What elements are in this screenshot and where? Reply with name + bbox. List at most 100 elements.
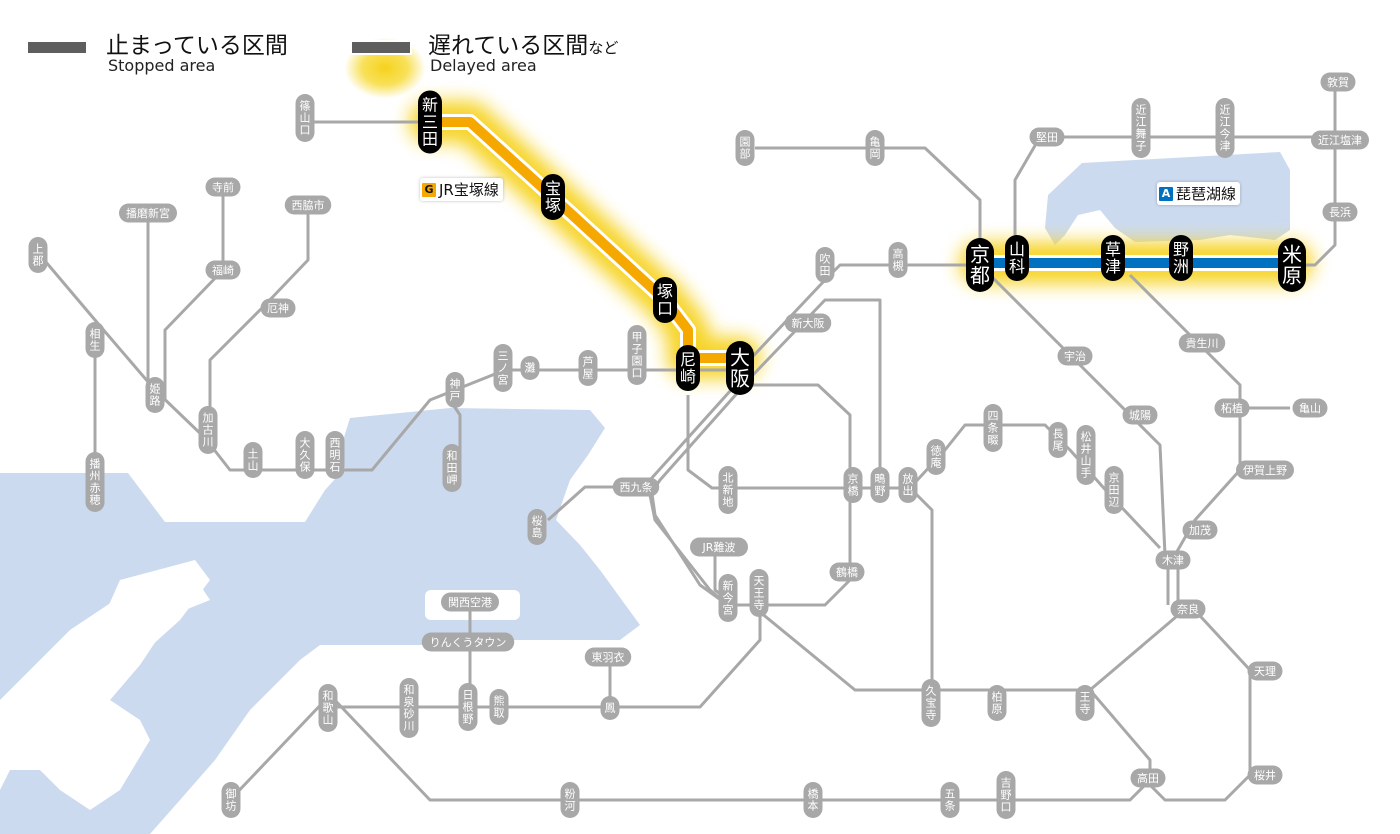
line-bantan xyxy=(163,190,225,400)
station-iga-ueno[interactable]: 伊賀上野 xyxy=(1236,460,1294,480)
station-maibara[interactable]: 米原 xyxy=(1278,238,1306,292)
station-name: 野洲 xyxy=(1173,240,1189,276)
station-kameoka[interactable]: 亀岡 xyxy=(865,130,885,166)
station-pill xyxy=(119,203,177,223)
station-izumi-sunagawa[interactable]: 和泉砂川 xyxy=(399,678,419,738)
station-kansai-airport[interactable]: 関西空港 xyxy=(441,592,499,612)
station-kamo[interactable]: 加茂 xyxy=(1182,520,1218,540)
station-yamashina[interactable]: 山科 xyxy=(1005,235,1029,281)
station-omi-imazu[interactable]: 近江今津 xyxy=(1215,98,1235,158)
station-rinku-town[interactable]: りんくうタウン xyxy=(421,632,515,652)
station-matsuiyamate[interactable]: 松井山手 xyxy=(1076,425,1096,485)
station-sakurajima[interactable]: 桜島 xyxy=(527,509,547,545)
station-kokawa[interactable]: 粉河 xyxy=(560,782,580,818)
station-wadamisaki[interactable]: 和田岬 xyxy=(442,444,462,492)
legend-stopped: 止まっている区間 Stopped area xyxy=(28,28,328,78)
station-ashiya[interactable]: 芦屋 xyxy=(578,350,598,386)
station-kusatsu[interactable]: 草津 xyxy=(1101,235,1125,281)
station-fukusaki[interactable]: 福崎 xyxy=(205,260,241,280)
station-nishiwakishi[interactable]: 西脇市 xyxy=(284,195,332,215)
station-kyoto[interactable]: 京都 xyxy=(966,238,994,292)
station-tsuruga[interactable]: 敦賀 xyxy=(1320,72,1356,92)
station-takarazuka[interactable]: 宝塚 xyxy=(541,174,565,220)
station-yoshinoguchi[interactable]: 吉野口 xyxy=(996,771,1016,819)
station-sonobe[interactable]: 園部 xyxy=(735,130,755,166)
station-tsuge[interactable]: 柘植 xyxy=(1214,398,1250,418)
station-name: 城陽 xyxy=(1129,409,1151,422)
station-shigino[interactable]: 鴫野 xyxy=(870,467,890,503)
station-nagahama[interactable]: 長浜 xyxy=(1322,202,1358,222)
station-sakurai[interactable]: 桜井 xyxy=(1247,765,1283,785)
station-pill xyxy=(578,350,598,386)
station-tenri[interactable]: 天理 xyxy=(1247,661,1283,681)
station-banshu-ako[interactable]: 播州赤穂 xyxy=(85,452,105,512)
station-gojo[interactable]: 五条 xyxy=(940,782,960,818)
station-tokuan[interactable]: 徳庵 xyxy=(926,439,946,475)
station-kyuhoji[interactable]: 久宝寺 xyxy=(921,679,941,727)
station-sasayamaguchi[interactable]: 篠山口 xyxy=(295,94,315,142)
station-shijonawate[interactable]: 四条畷 xyxy=(983,404,1003,452)
legend-delayed-suffix: など xyxy=(588,39,619,57)
station-pill xyxy=(843,467,863,503)
station-hashimoto[interactable]: 橋本 xyxy=(803,782,823,818)
station-shin-imamiya[interactable]: 新今宮 xyxy=(718,574,738,622)
station-doyama[interactable]: 土山 xyxy=(243,442,263,478)
station-uji[interactable]: 宇治 xyxy=(1057,346,1093,366)
station-nagao[interactable]: 長尾 xyxy=(1048,422,1068,458)
station-okubo[interactable]: 大久保 xyxy=(295,431,315,479)
station-omi-shiotsu[interactable]: 近江塩津 xyxy=(1311,130,1369,150)
station-sannomiya[interactable]: 三ノ宮 xyxy=(493,344,513,392)
line-sakurai xyxy=(1138,603,1252,802)
station-tsukaguchi[interactable]: 塚口 xyxy=(653,277,677,323)
station-takatsuki[interactable]: 高槻 xyxy=(888,242,908,278)
station-yakujin[interactable]: 厄神 xyxy=(260,298,296,318)
station-osaka[interactable]: 大阪 xyxy=(726,341,754,395)
station-yasu[interactable]: 野洲 xyxy=(1169,235,1193,281)
station-harima-shingu[interactable]: 播磨新宮 xyxy=(119,203,177,223)
station-hanaten[interactable]: 放出 xyxy=(898,467,918,503)
station-kakogawa[interactable]: 加古川 xyxy=(198,406,218,454)
station-teramae[interactable]: 寺前 xyxy=(205,177,241,197)
station-hineno[interactable]: 日根野 xyxy=(458,683,478,731)
station-tsuruhashi[interactable]: 鶴橋 xyxy=(829,562,865,582)
line-label-takarazuka[interactable]: G JR宝塚線 xyxy=(420,178,503,201)
station-takada[interactable]: 高田 xyxy=(1130,768,1166,788)
station-kumatori[interactable]: 熊取 xyxy=(489,689,509,725)
station-nada[interactable]: 灘 xyxy=(520,356,540,380)
station-jr-namba[interactable]: JR難波 xyxy=(690,537,748,557)
station-tennoji[interactable]: 天王寺 xyxy=(749,569,769,617)
station-nara[interactable]: 奈良 xyxy=(1170,599,1206,619)
station-kibukawa[interactable]: 貴生川 xyxy=(1178,333,1226,353)
station-kyotanabe[interactable]: 京田辺 xyxy=(1104,466,1124,514)
station-pill xyxy=(560,782,580,818)
station-aioi[interactable]: 相生 xyxy=(85,322,105,358)
station-kobe[interactable]: 神戸 xyxy=(445,372,465,408)
station-joyo[interactable]: 城陽 xyxy=(1122,405,1158,425)
station-oji[interactable]: 王寺 xyxy=(1075,685,1095,721)
station-kizu[interactable]: 木津 xyxy=(1155,550,1191,570)
station-name: 近江舞子 xyxy=(1136,104,1147,153)
station-nishi-akashi[interactable]: 西明石 xyxy=(325,431,345,479)
station-koshienguchi[interactable]: 甲子園口 xyxy=(627,325,647,385)
station-katata[interactable]: 堅田 xyxy=(1029,127,1065,147)
station-nishikujo[interactable]: 西九条 xyxy=(612,477,660,497)
station-kyobashi[interactable]: 京橋 xyxy=(843,467,863,503)
station-amagasaki[interactable]: 尼崎 xyxy=(676,345,700,391)
station-higashi-hagoromo[interactable]: 東羽衣 xyxy=(584,647,632,667)
station-omi-maiko[interactable]: 近江舞子 xyxy=(1131,98,1151,158)
station-shin-sanda[interactable]: 新三田 xyxy=(418,90,442,154)
station-kashiwara[interactable]: 柏原 xyxy=(987,685,1007,721)
station-kitashinchi[interactable]: 北新地 xyxy=(718,466,738,514)
station-kameyama[interactable]: 亀山 xyxy=(1292,398,1328,418)
station-suita[interactable]: 吹田 xyxy=(815,247,835,283)
station-kamigori[interactable]: 上郡 xyxy=(28,237,48,273)
line-label-biwako[interactable]: A 琵琶湖線 xyxy=(1157,182,1241,205)
station-gobo[interactable]: 御坊 xyxy=(221,782,241,818)
station-pill xyxy=(784,313,832,333)
station-wakayama[interactable]: 和歌山 xyxy=(318,684,338,732)
station-otori[interactable]: 鳳 xyxy=(600,696,620,720)
station-himeji[interactable]: 姫路 xyxy=(145,377,165,413)
station-pill xyxy=(829,562,865,582)
station-shin-osaka[interactable]: 新大阪 xyxy=(784,313,832,333)
